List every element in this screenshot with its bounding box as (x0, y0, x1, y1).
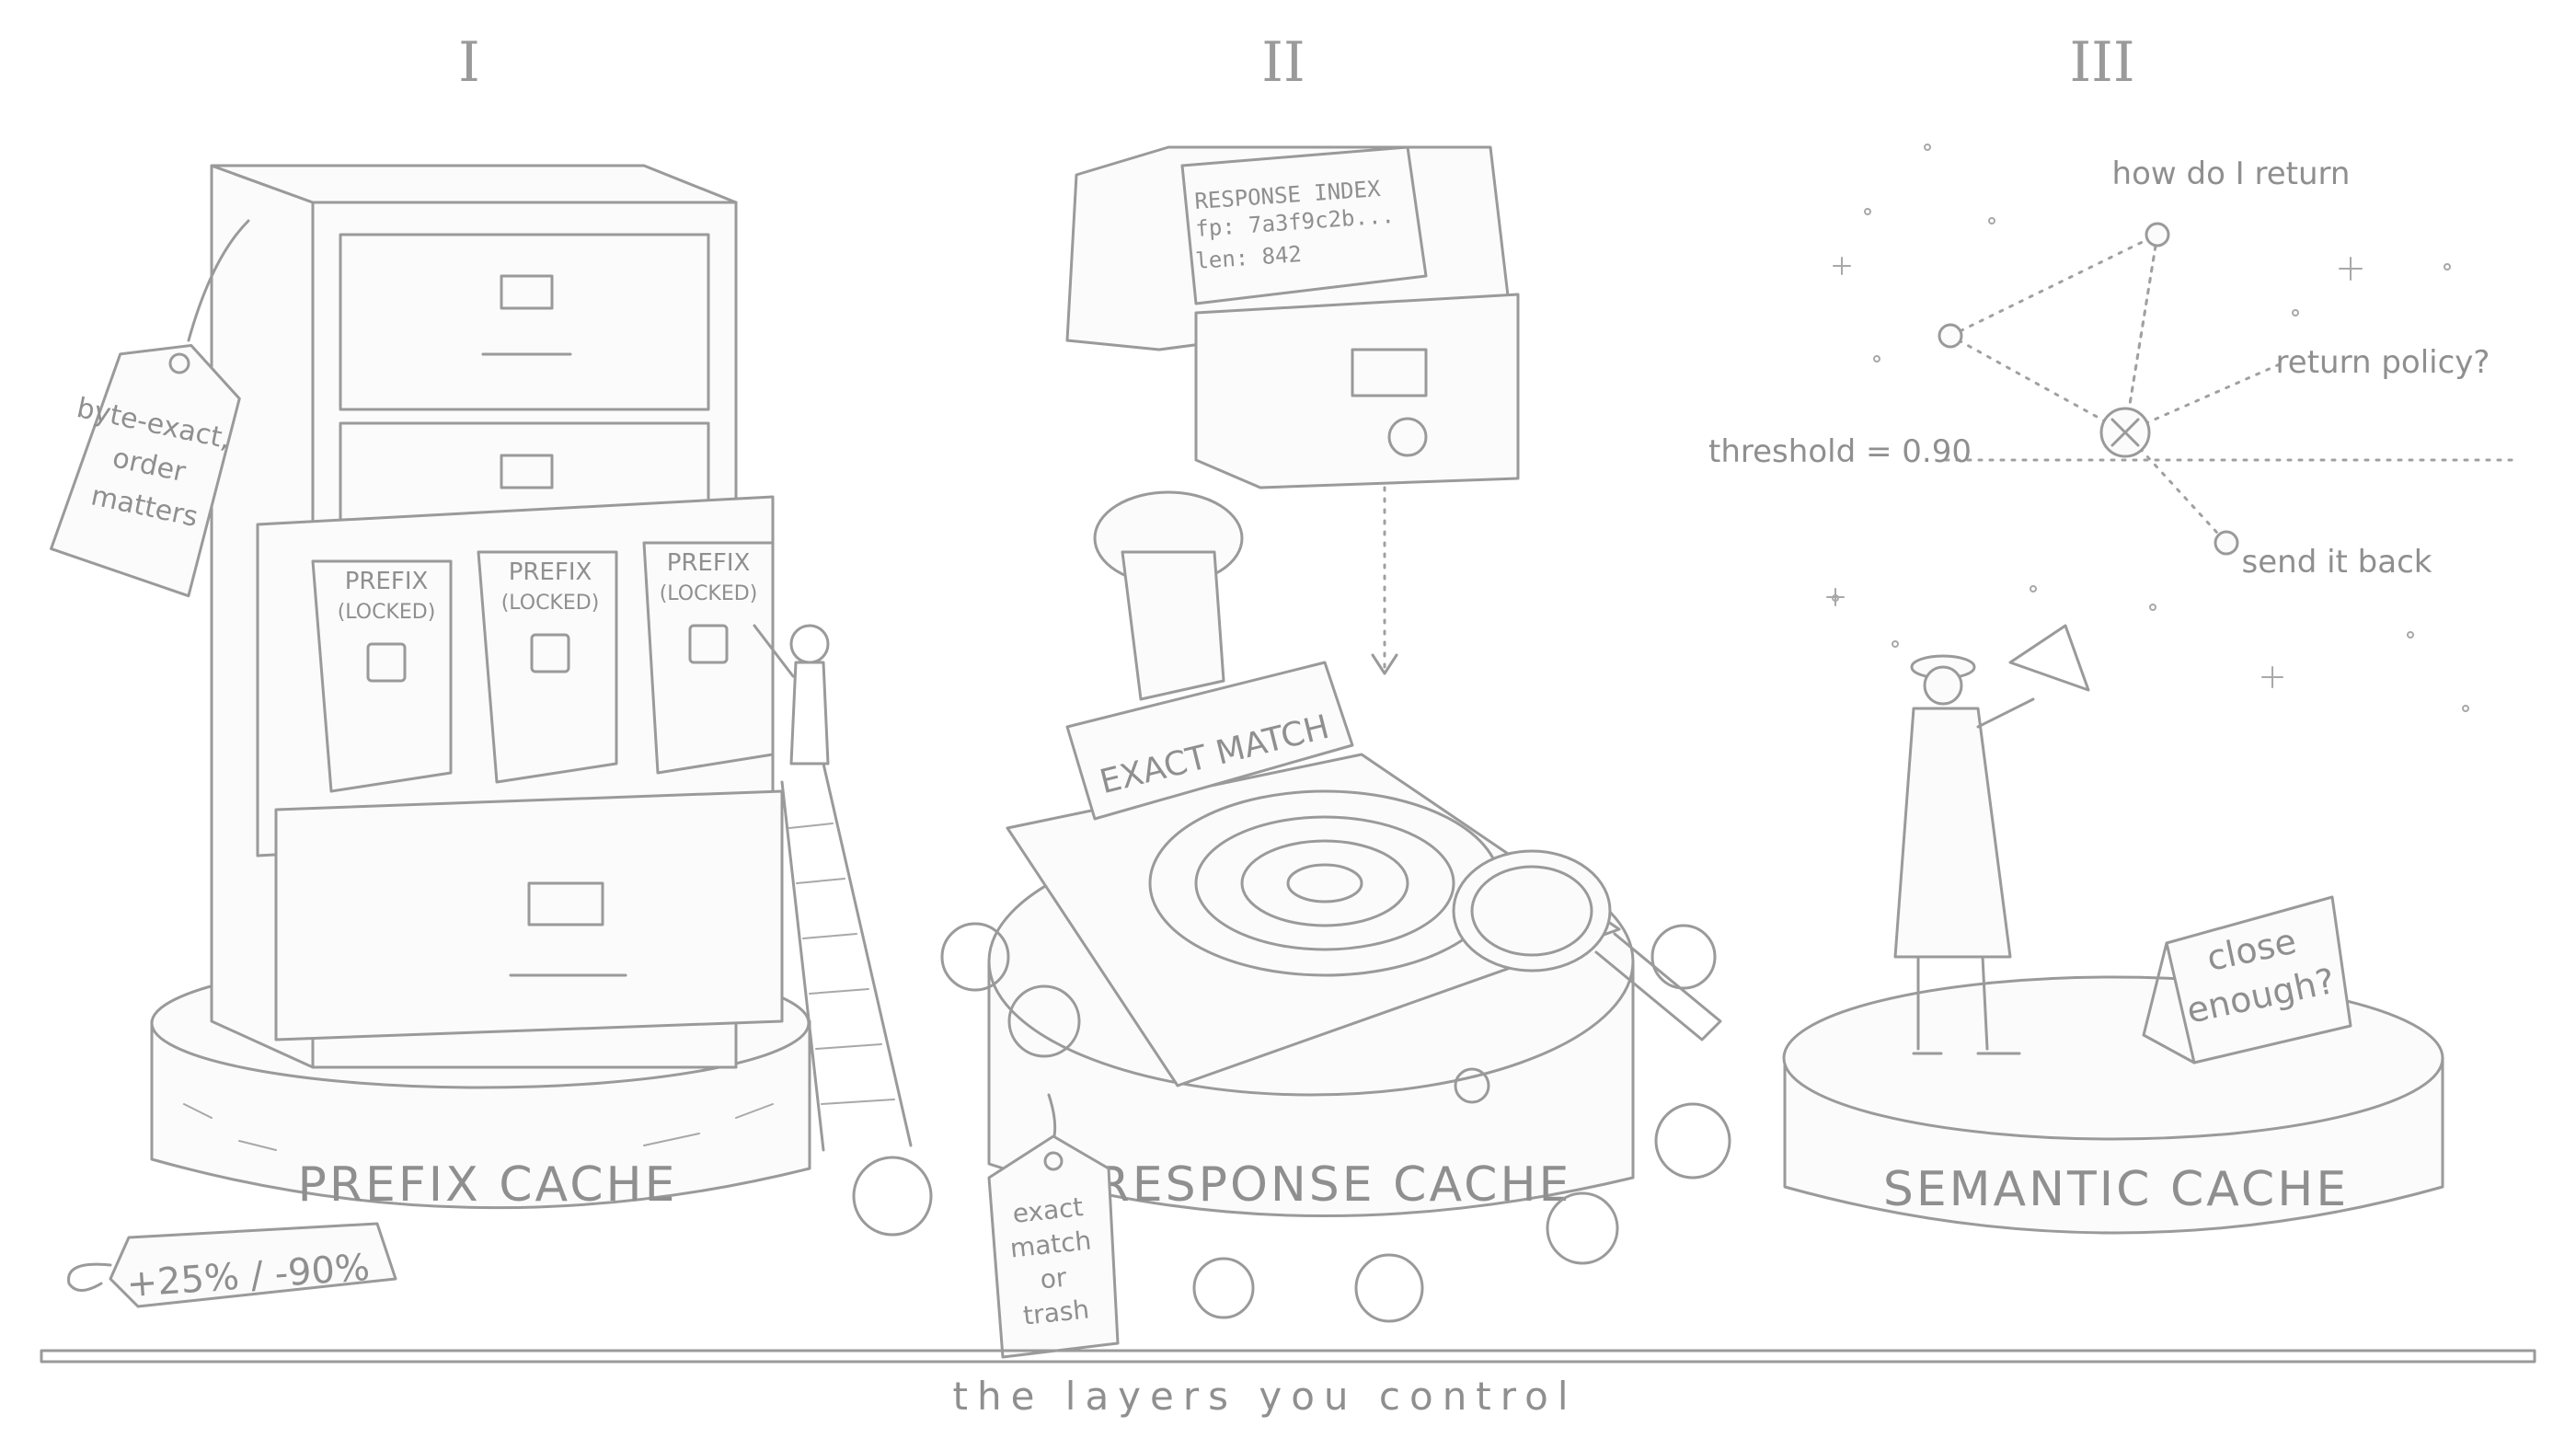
padlock-icon (366, 642, 407, 683)
trash-tag: exact match or trash (987, 1093, 1120, 1359)
index-card-box: RESPONSE INDEX fp: 7a3f9c2b... len: 842 (1065, 145, 1520, 489)
ground-line (40, 1349, 2536, 1364)
numeral-two: II (1261, 30, 1305, 95)
astronomer-with-sextant (1893, 624, 2090, 1055)
threshold-label: threshold = 0.90 (1708, 433, 1972, 470)
prefix-platform-label: PREFIX CACHE (298, 1157, 678, 1213)
crumpled-paper-balls (852, 922, 1731, 1323)
star-label-return-policy: return policy? (2276, 344, 2490, 381)
footer: the layers you control (40, 1349, 2536, 1419)
folder-2-label: PREFIX (509, 558, 592, 586)
ladder-with-worker (753, 624, 913, 1152)
embedding-constellation: how do I return return policy? send it b… (1708, 144, 2518, 712)
star-node-icon (2214, 530, 2239, 556)
star-node-icon (2145, 222, 2170, 247)
folder-2-sublabel: (LOCKED) (501, 592, 600, 615)
folder-3-sublabel: (LOCKED) (660, 582, 758, 605)
star-node-icon (1938, 323, 1963, 349)
prefix-folder-2: PREFIX (LOCKED) (477, 550, 618, 784)
numeral-one: I (458, 30, 480, 95)
prefix-folder-3: PREFIX (LOCKED) (642, 541, 775, 775)
worker-figure (789, 624, 830, 664)
star-label-send-it-back: send it back (2242, 544, 2432, 581)
prefix-tag: byte-exact, order matters (50, 219, 250, 598)
semantic-platform-label: SEMANTIC CACHE (1883, 1162, 2349, 1217)
folder-3-label: PREFIX (667, 549, 751, 577)
prefix-cache-section: PREFIX CACHE PREFIX (LOCKED) (50, 164, 913, 1308)
folder-1-sublabel: (LOCKED) (338, 601, 436, 624)
footer-caption: the layers you control (953, 1374, 1578, 1419)
magnifying-glass-icon (1452, 849, 1722, 1041)
semantic-cache-section: how do I return return policy? send it b… (1708, 144, 2518, 1235)
fingerprint-icon (1286, 863, 1363, 903)
response-cache-section: RESPONSE INDEX fp: 7a3f9c2b... len: 842 … (852, 145, 1731, 1359)
response-platform-label: RESPONSE CACHE (1097, 1157, 1572, 1213)
price-tag: +25% / -90% (67, 1222, 397, 1308)
sextant-icon (2008, 624, 2090, 692)
trash-tag-line-1: exact (1011, 1191, 1085, 1229)
trash-tag-line-3: or (1039, 1262, 1068, 1295)
prefix-folder-1: PREFIX (LOCKED) (311, 559, 453, 793)
padlock-icon (530, 633, 570, 673)
arrow-head-icon (1371, 653, 1398, 675)
exact-match-stamp: EXACT MATCH (1065, 490, 1354, 821)
close-enough-sign: close enough? (2142, 895, 2352, 1064)
sparkle-stars (1826, 144, 2469, 712)
folder-1-label: PREFIX (345, 568, 429, 595)
trash-tag-line-4: trash (1021, 1294, 1090, 1330)
star-label-how-do-i-return: how do I return (2112, 155, 2351, 192)
numeral-three: III (2069, 30, 2134, 95)
padlock-icon (688, 624, 729, 664)
